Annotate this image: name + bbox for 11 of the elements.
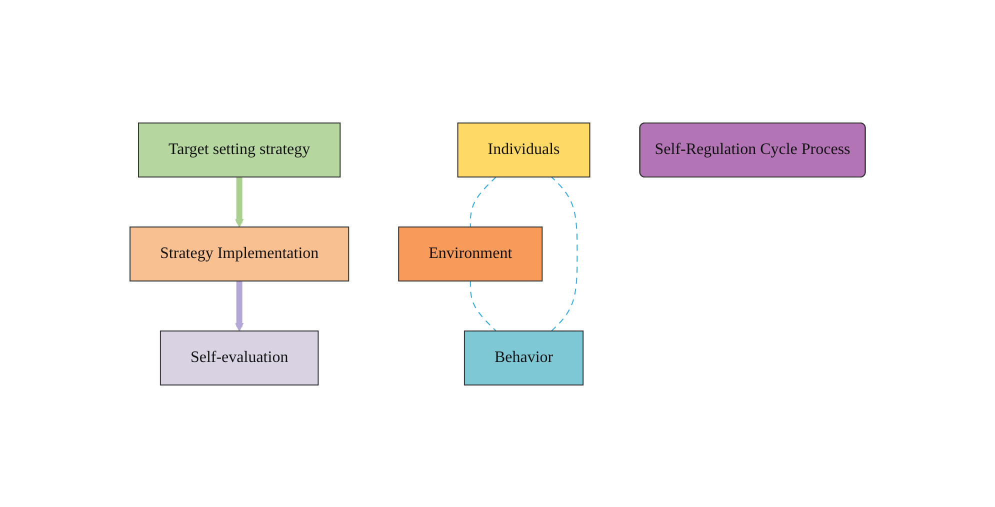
- connector: [470, 176, 496, 227]
- node-box: Individuals: [457, 122, 590, 177]
- connector: [550, 176, 578, 331]
- node-box: Self-evaluation: [160, 330, 319, 385]
- arrow: [234, 280, 244, 331]
- node-box: Environment: [398, 226, 542, 281]
- node-box: Strategy Implementation: [129, 226, 349, 281]
- arrow: [234, 176, 244, 227]
- node-box: Behavior: [464, 330, 584, 385]
- connector: [470, 280, 496, 331]
- node-box: Target setting strategy: [138, 122, 340, 177]
